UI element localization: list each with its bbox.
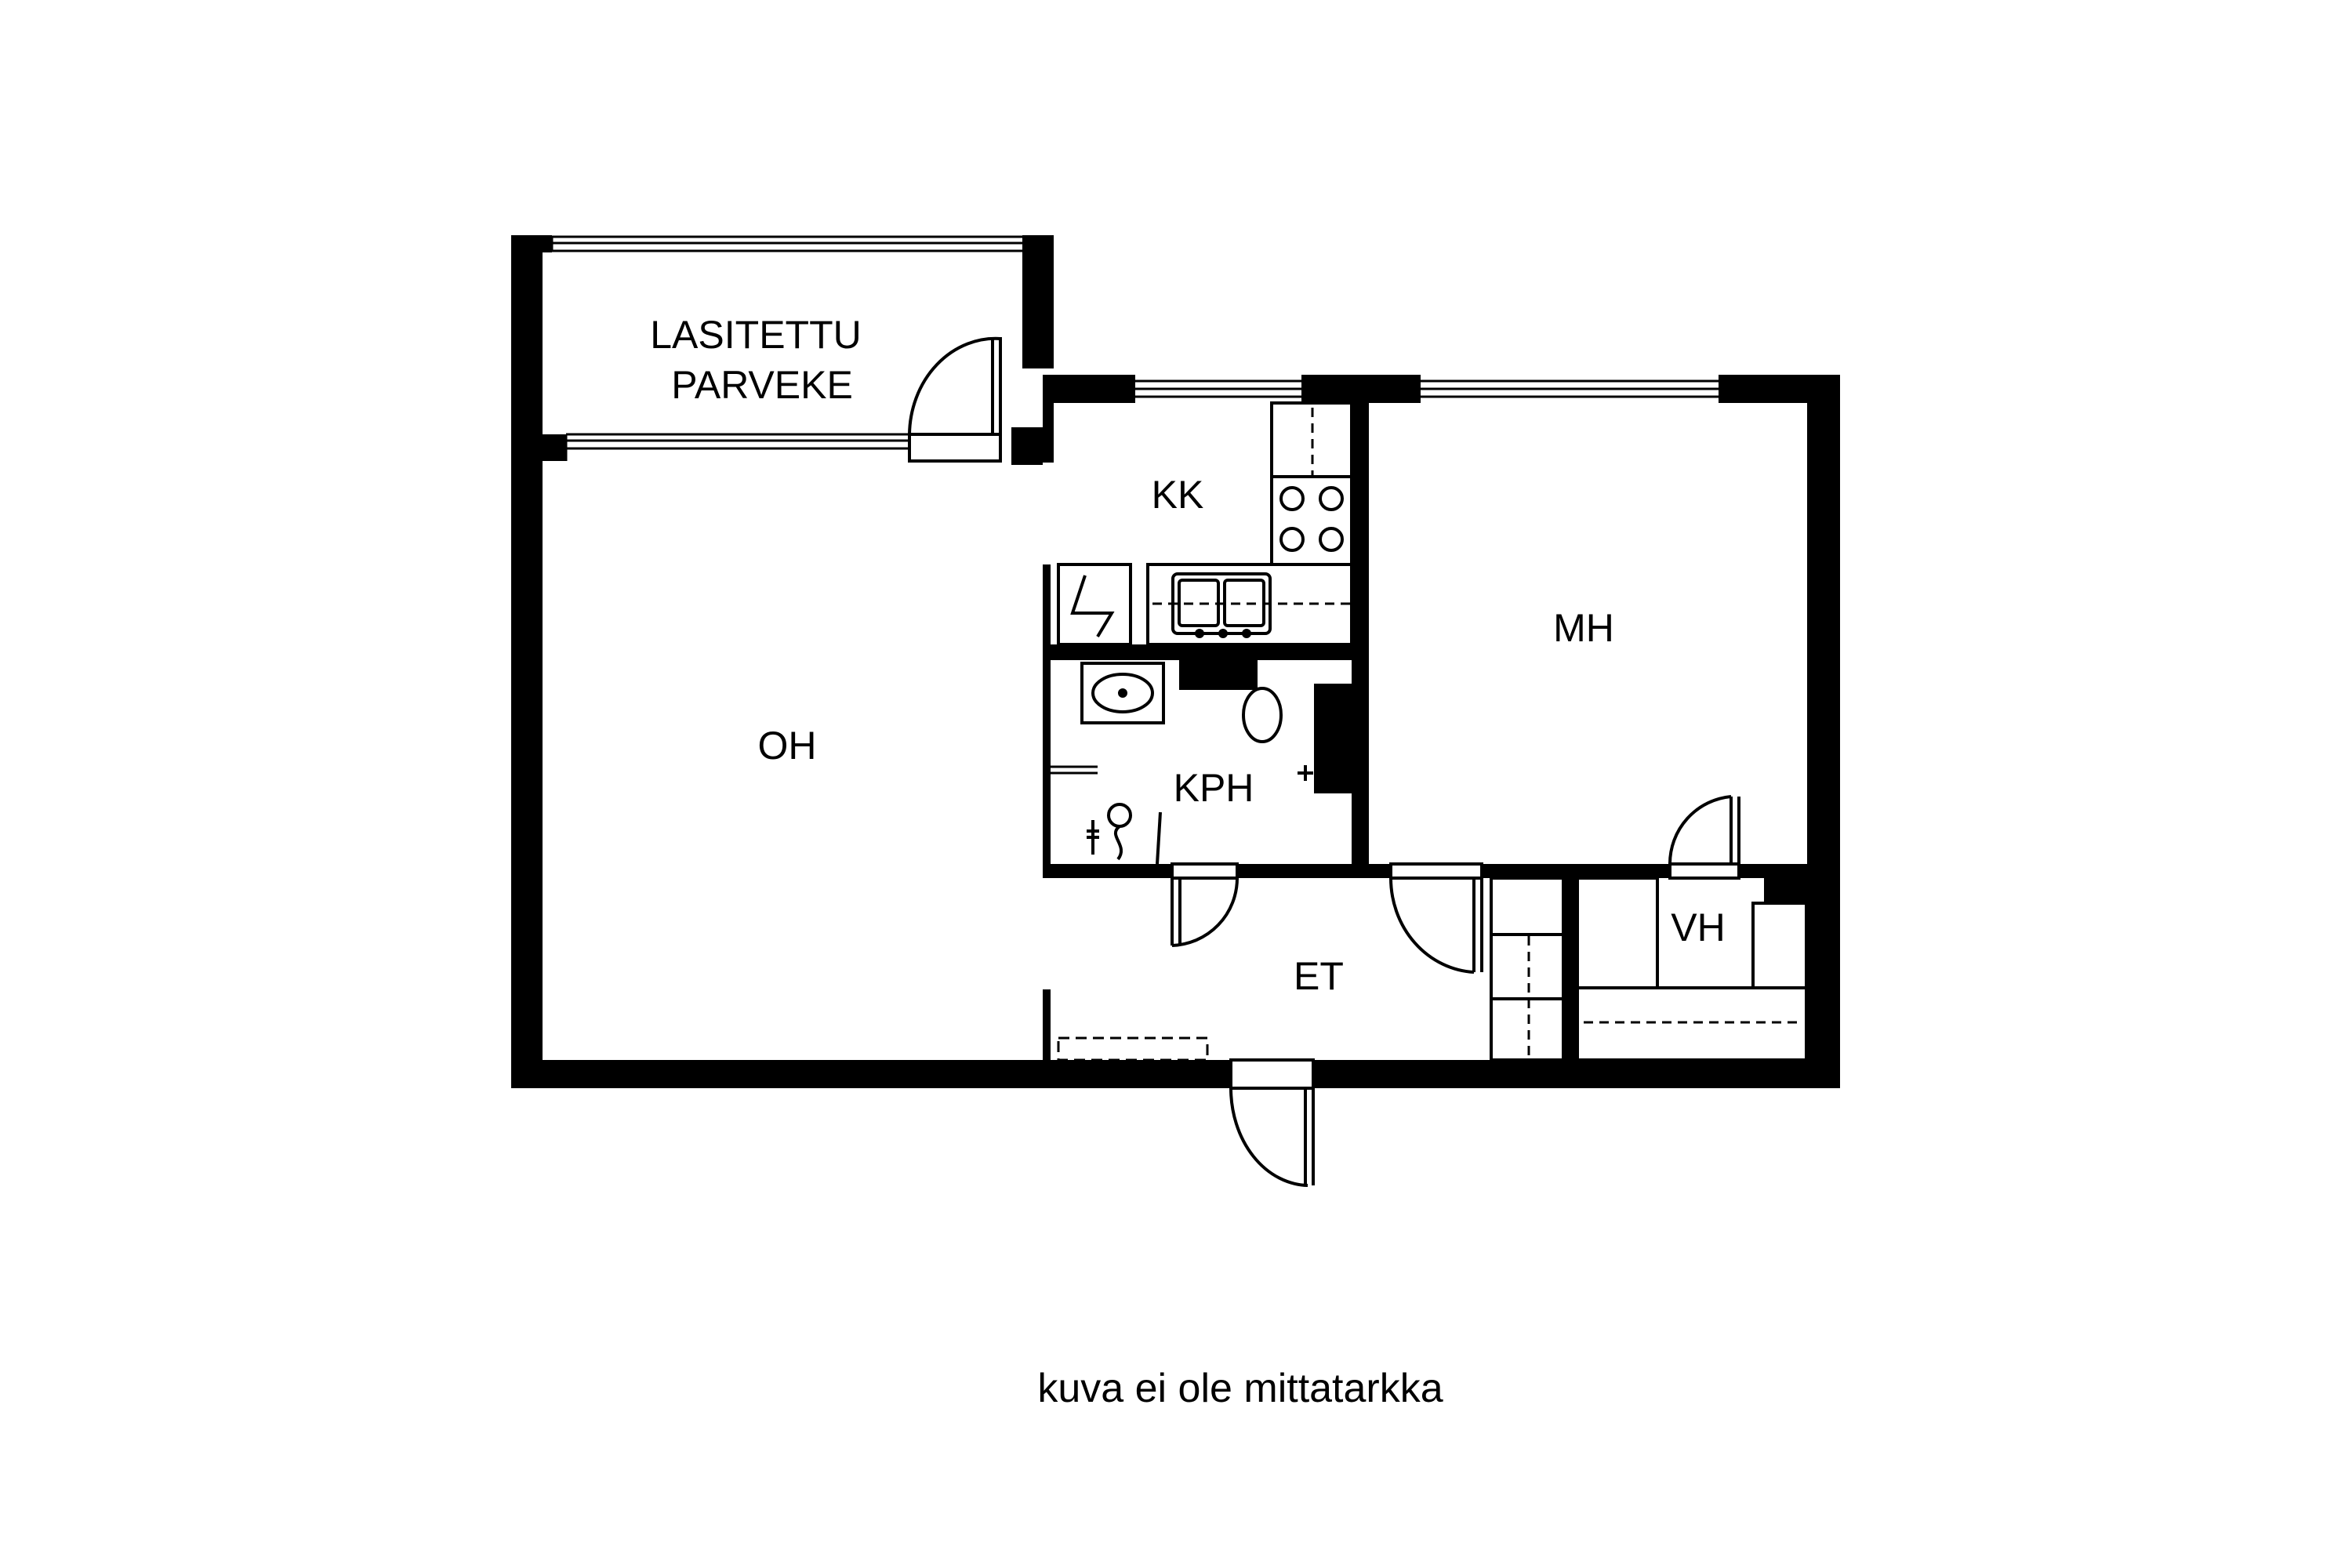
hallway-shelf — [1057, 1036, 1209, 1062]
wall-balcony-right — [1022, 235, 1054, 368]
bathroom-fixtures — [1051, 662, 1313, 865]
wall-closet-bump — [1764, 864, 1811, 903]
wall-balcony-right-lower — [1011, 427, 1043, 465]
window-balcony-bottom — [564, 433, 909, 461]
closet-shelf-right — [1751, 902, 1808, 989]
closet-shelf-bottom — [1576, 986, 1808, 1062]
room-label-balcony-line2: PARVEKE — [671, 363, 853, 407]
wall-balcony-left — [511, 235, 543, 461]
wall-living-left — [511, 461, 543, 1088]
door-bedroom — [1388, 862, 1483, 974]
toilet-icon — [1242, 687, 1283, 743]
window-balcony-top — [550, 235, 1022, 252]
shower-icon — [1087, 803, 1132, 861]
wall-closet-left — [1563, 864, 1577, 1088]
room-label-hallway: ET — [1294, 954, 1344, 998]
room-label-bedroom: MH — [1553, 606, 1614, 650]
wall-bottom-left — [511, 1060, 1231, 1088]
door-bathroom — [1171, 862, 1239, 947]
wall-bathroom-left — [1043, 657, 1051, 878]
room-label-living-room: OH — [758, 724, 817, 768]
interior-walls — [1043, 375, 1840, 1088]
wall-hallway-stub — [1043, 989, 1051, 1060]
window-bedroom — [1421, 379, 1719, 398]
room-label-kitchen: KK — [1152, 473, 1204, 517]
kitchen-fixtures — [1057, 401, 1353, 646]
hallway-wardrobe — [1490, 877, 1565, 1062]
storage-fixtures — [1057, 877, 1808, 1062]
window-kitchen — [1135, 379, 1301, 398]
wall-bathroom-left-upper — [1043, 564, 1051, 659]
wall-kitchen-bathroom — [1043, 644, 1369, 660]
wall-shaft — [1179, 660, 1258, 690]
wall-top-middle — [1301, 375, 1421, 403]
door-entrance — [1229, 1058, 1315, 1187]
wall-kitchen-stub-top — [1043, 375, 1054, 463]
wall-top-kitchen-left — [1054, 375, 1135, 403]
room-label-bathroom: KPH — [1174, 766, 1254, 810]
electrical-panel-icon — [1057, 563, 1132, 646]
disclaimer-text: kuva ei ole mittatarkka — [1037, 1366, 1443, 1411]
stove-burner — [1279, 527, 1305, 552]
stove-burner — [1279, 486, 1305, 511]
washbasin-icon — [1080, 662, 1165, 724]
stove-burner — [1319, 486, 1344, 511]
door-balcony — [908, 336, 1002, 463]
wall-bedroom-bottom-left — [1352, 864, 1391, 878]
closet-shelf-left — [1576, 877, 1659, 989]
wall-bathroom-bottom — [1043, 864, 1172, 878]
wall-right — [1807, 375, 1840, 1088]
wall-balcony-bottom-left — [511, 434, 566, 461]
wall-top-right — [1719, 375, 1840, 403]
door-closet — [1668, 795, 1740, 880]
doors — [908, 336, 1740, 1187]
room-label-balcony-line1: LASITETTU — [650, 313, 861, 357]
wall-shaft-right — [1314, 684, 1369, 793]
wall-bathroom-bottom-right — [1237, 864, 1386, 878]
stove-burner — [1319, 527, 1344, 552]
room-label-walk-in-closet: VH — [1671, 906, 1725, 949]
kitchen-counter — [1146, 563, 1353, 646]
wall-balcony-top-left — [511, 235, 552, 252]
room-labels: LASITETTU PARVEKE KK OH KPH MH ET VH — [650, 313, 1725, 998]
exterior-walls — [511, 235, 1840, 1088]
wall-kitchen-bedroom — [1352, 403, 1369, 867]
windows — [550, 235, 1719, 461]
